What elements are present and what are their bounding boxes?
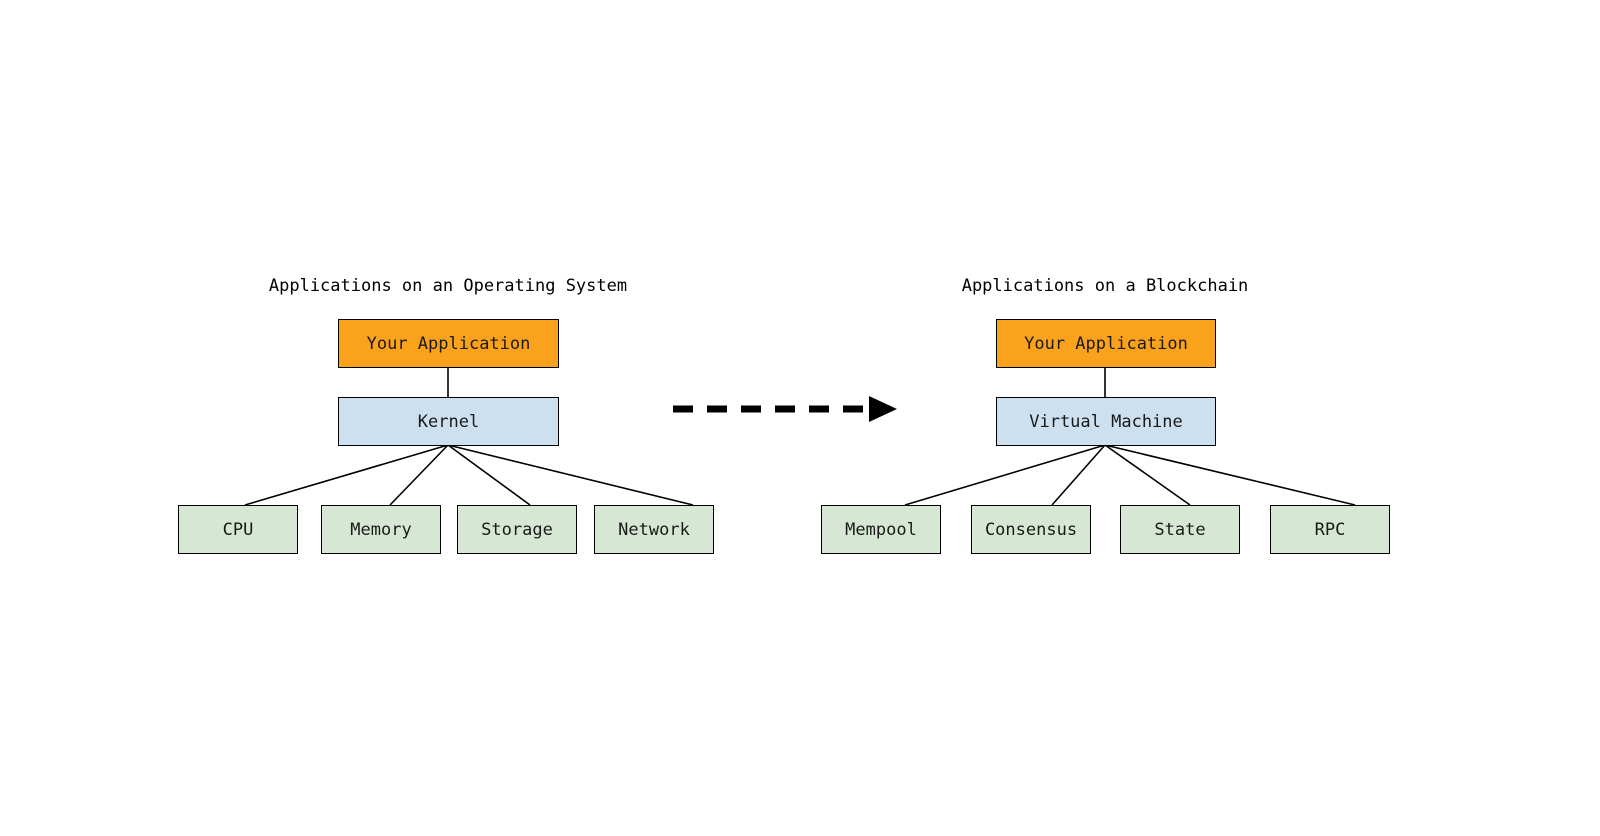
left-resource-label-memory: Memory — [350, 519, 412, 540]
right-group-title: Applications on a Blockchain — [961, 276, 1249, 296]
right-resource-box-rpc[interactable]: RPC — [1270, 505, 1390, 554]
left-resource-box-network[interactable]: Network — [594, 505, 714, 554]
left-resource-box-cpu[interactable]: CPU — [178, 505, 298, 554]
connector-left-layer-to-cpu — [244, 444, 449, 506]
left-layer-box-kernel[interactable]: Kernel — [338, 397, 559, 446]
connector-left-layer-to-memory — [389, 444, 449, 506]
left-application-box[interactable]: Your Application — [338, 319, 559, 368]
right-resource-label-rpc: RPC — [1314, 519, 1346, 540]
left-layer-label: Kernel — [417, 411, 480, 432]
right-layer-label: Virtual Machine — [1029, 411, 1183, 432]
right-application-box[interactable]: Your Application — [996, 319, 1216, 368]
right-resource-label-state: State — [1154, 519, 1206, 540]
left-application-label: Your Application — [366, 333, 531, 354]
right-layer-box-virtual-machine[interactable]: Virtual Machine — [996, 397, 1216, 446]
right-resource-box-mempool[interactable]: Mempool — [821, 505, 941, 554]
left-resource-label-cpu: CPU — [222, 519, 254, 540]
right-resource-box-consensus[interactable]: Consensus — [971, 505, 1091, 554]
connector-right-layer-to-rpc — [1104, 444, 1356, 506]
connector-right-layer-to-mempool — [904, 444, 1106, 506]
left-resource-box-storage[interactable]: Storage — [457, 505, 577, 554]
right-resource-box-state[interactable]: State — [1120, 505, 1240, 554]
left-resource-label-storage: Storage — [481, 519, 553, 540]
connector-left-layer-to-storage — [447, 444, 531, 506]
left-resource-box-memory[interactable]: Memory — [321, 505, 441, 554]
connector-right-layer-to-consensus — [1051, 444, 1106, 506]
left-resource-label-network: Network — [618, 519, 690, 540]
right-application-label: Your Application — [1024, 333, 1188, 354]
connector-right-layer-to-state — [1104, 444, 1191, 506]
right-resource-label-mempool: Mempool — [845, 519, 917, 540]
transition-arrow-icon — [673, 396, 897, 422]
connector-left-layer-to-network — [447, 444, 694, 506]
left-group-title: Applications on an Operating System — [268, 276, 628, 296]
right-resource-label-consensus: Consensus — [984, 519, 1078, 540]
